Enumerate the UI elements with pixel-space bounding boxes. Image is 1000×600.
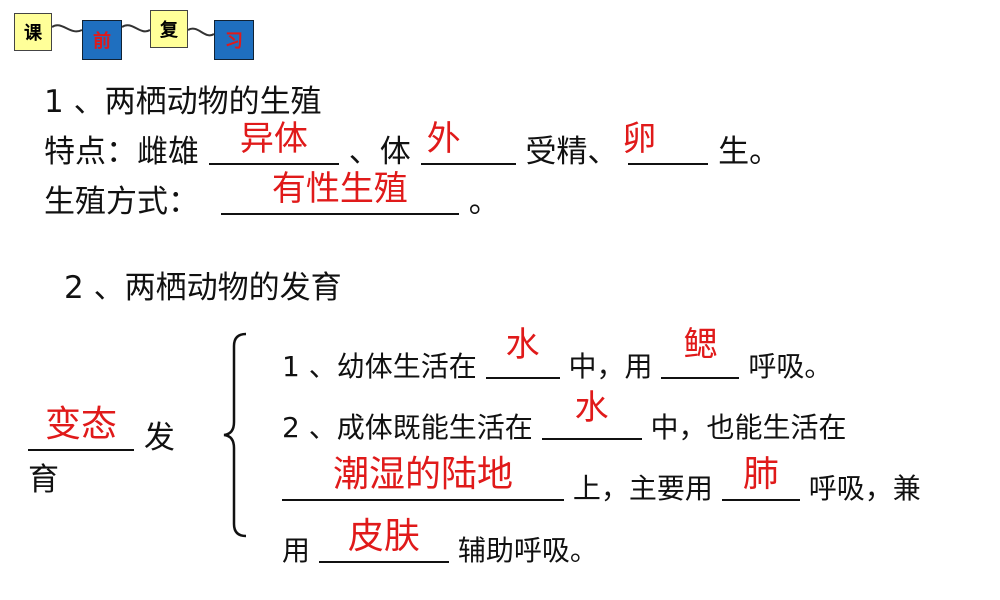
answer-side: 变态 bbox=[44, 404, 117, 445]
badge-ke: 课 bbox=[14, 13, 52, 51]
item2-mid: 中，也能生活在 bbox=[650, 411, 847, 444]
answer-item1-b: 鳃 bbox=[683, 325, 718, 365]
blank-item2-b: 潮湿的陆地 bbox=[282, 456, 564, 501]
blank-item2-a: 水 bbox=[541, 389, 642, 440]
section2-title: 2 、两栖动物的发育 bbox=[64, 270, 342, 306]
traits-end: 生。 bbox=[718, 134, 781, 170]
answer-sex: 异体 bbox=[239, 119, 308, 159]
blank-sex: 异体 bbox=[208, 120, 339, 165]
side-label-line1: 变态 发 bbox=[28, 406, 175, 458]
item2-line: 2 、成体既能生活在 水 中，也能生活在 bbox=[282, 389, 847, 448]
answer-item1-a: 水 bbox=[505, 325, 540, 365]
item2-mid2: 上，主要用 bbox=[572, 472, 713, 505]
brace bbox=[223, 332, 247, 538]
method-end: 。 bbox=[468, 184, 500, 220]
blank-item1-a: 水 bbox=[485, 326, 560, 379]
badge-qian: 前 bbox=[82, 20, 122, 60]
answer-fert: 外 bbox=[426, 119, 461, 159]
item2-cont-line: 潮湿的陆地 上，主要用 肺 呼吸，兼 bbox=[282, 456, 921, 509]
traits-sep: 、体 bbox=[348, 134, 411, 170]
side-suffix: 发 bbox=[143, 420, 175, 456]
answer-method: 有性生殖 bbox=[271, 169, 408, 209]
badge-xi: 习 bbox=[214, 20, 254, 60]
traits-prefix: 特点：雌雄 bbox=[44, 134, 199, 170]
item2-prefix: 2 、成体既能生活在 bbox=[282, 411, 533, 444]
item1-prefix: 1 、幼体生活在 bbox=[282, 350, 477, 383]
item3-prefix: 用 bbox=[282, 534, 311, 567]
item2-end: 呼吸，兼 bbox=[808, 472, 921, 505]
method-prefix: 生殖方式： bbox=[44, 184, 199, 220]
item1-line: 1 、幼体生活在 水 中，用 鳃 呼吸。 bbox=[282, 326, 833, 387]
side-label-line2: 育 bbox=[28, 462, 59, 498]
answer-item3: 皮肤 bbox=[347, 516, 420, 557]
item1-end: 呼吸。 bbox=[748, 350, 833, 383]
section1-title: 1 、两栖动物的生殖 bbox=[44, 84, 322, 120]
badge-connectors bbox=[51, 24, 215, 37]
item3-end: 辅助呼吸。 bbox=[457, 534, 598, 567]
answer-item2-c: 肺 bbox=[742, 454, 779, 495]
blank-method: 有性生殖 bbox=[220, 170, 459, 215]
blank-side: 变态 bbox=[28, 406, 134, 451]
blank-item1-b: 鳃 bbox=[661, 326, 740, 379]
answer-item2-a: 水 bbox=[574, 388, 609, 428]
answer-item2-b: 潮湿的陆地 bbox=[332, 454, 513, 495]
answer-birth: 卵 bbox=[622, 119, 657, 159]
blank-item2-c: 肺 bbox=[721, 456, 800, 501]
blank-birth: 卵 bbox=[622, 120, 709, 165]
blank-item3: 皮肤 bbox=[318, 518, 449, 563]
blank-fert: 外 bbox=[420, 120, 516, 165]
section1-traits-line: 特点：雌雄 异体 、体 外 受精、 卵 生。 bbox=[44, 120, 781, 172]
item1-mid: 中，用 bbox=[568, 350, 653, 383]
item3-line: 用 皮肤 辅助呼吸。 bbox=[282, 518, 598, 571]
traits-mid: 受精、 bbox=[525, 134, 619, 170]
section1-method-line: 生殖方式： 有性生殖 。 bbox=[44, 170, 500, 222]
badge-fu: 复 bbox=[150, 10, 188, 48]
